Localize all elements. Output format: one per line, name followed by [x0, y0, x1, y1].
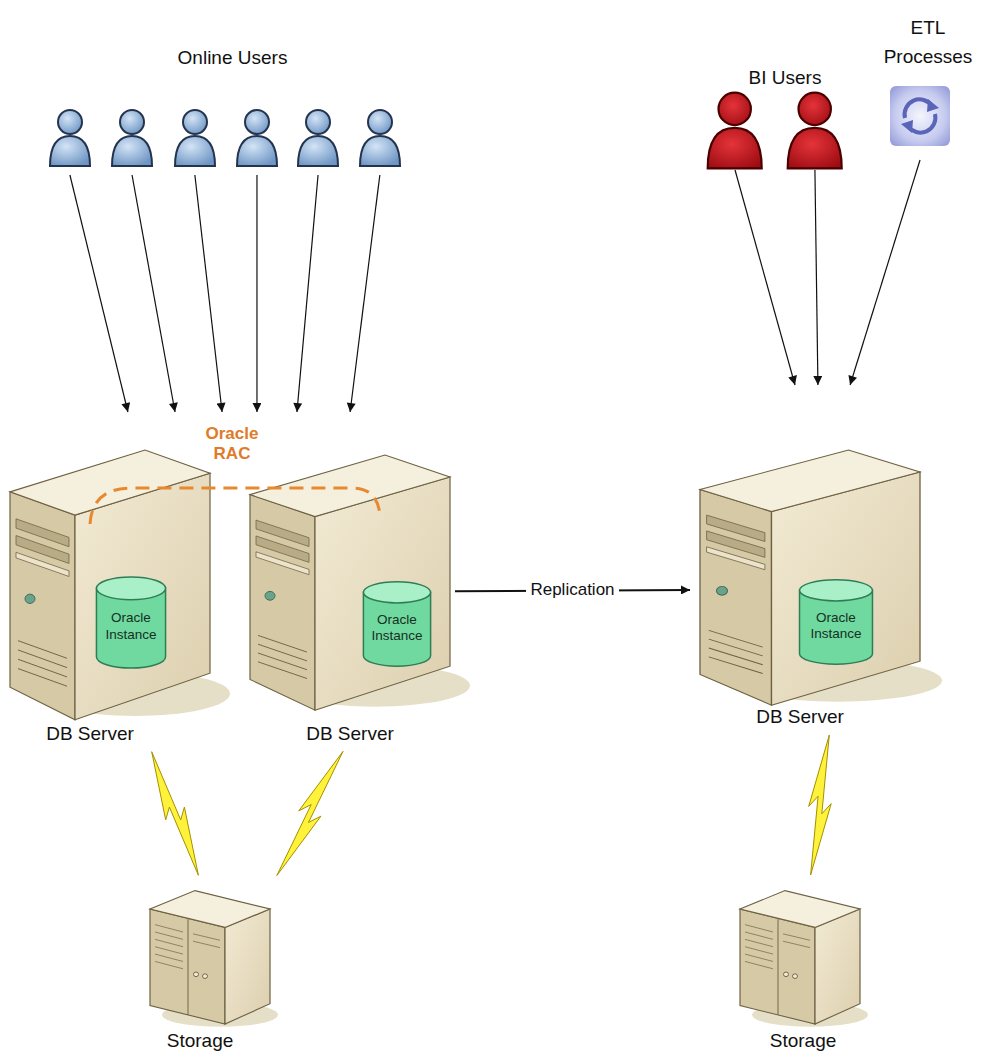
connector-arrow [195, 175, 222, 412]
edge-label: Replication [526, 580, 618, 600]
storage-towers [150, 891, 868, 1027]
group-label: Online Users [55, 40, 410, 73]
bi-user-icons [708, 93, 842, 169]
connector-arrow [850, 160, 920, 385]
oracle-instance: Oracle Instance [798, 578, 874, 666]
device-label: DB Server [15, 723, 165, 745]
storage-unit: Storage [140, 880, 280, 1054]
lightning-link [152, 752, 199, 876]
instance-label: Oracle Instance [362, 612, 432, 644]
process-group: ETL Processes [880, 10, 976, 160]
user-group: BI Users [700, 60, 870, 170]
connector-arrow [256, 175, 257, 412]
connector-arrow [735, 170, 795, 385]
connector-arrow [815, 170, 818, 385]
cluster-label: Oracle RAC [194, 424, 270, 465]
device-label: Storage [125, 1030, 275, 1052]
connector-arrow [70, 175, 128, 412]
connector-arrow [350, 175, 380, 412]
device-label: DB Server [275, 723, 425, 745]
instance-label: Oracle Instance [798, 610, 874, 642]
db-server: DB Server Oracle Instance [10, 412, 230, 747]
rac-cluster-bracket [90, 488, 380, 524]
group-label: BI Users [700, 60, 870, 93]
device-label: Storage [728, 1030, 878, 1052]
instance-label: Oracle Instance [95, 610, 167, 642]
db-server: DB Server Oracle Instance [690, 385, 930, 730]
device-label: DB Server [725, 706, 875, 728]
storage-unit: Storage [730, 880, 880, 1054]
online-user-icons [50, 110, 400, 166]
lightning-link [809, 735, 832, 875]
group-label: ETL Processes [880, 10, 976, 71]
connector-arrow [132, 175, 175, 412]
oracle-instance: Oracle Instance [95, 575, 167, 670]
etl-icon [890, 86, 950, 146]
connector-arrow [297, 175, 318, 412]
oracle-instance: Oracle Instance [362, 580, 432, 668]
server-towers [10, 450, 942, 720]
lightning-link [277, 751, 343, 875]
user-group: Online Users [55, 40, 410, 175]
db-server: DB Server Oracle Instance [240, 412, 455, 747]
